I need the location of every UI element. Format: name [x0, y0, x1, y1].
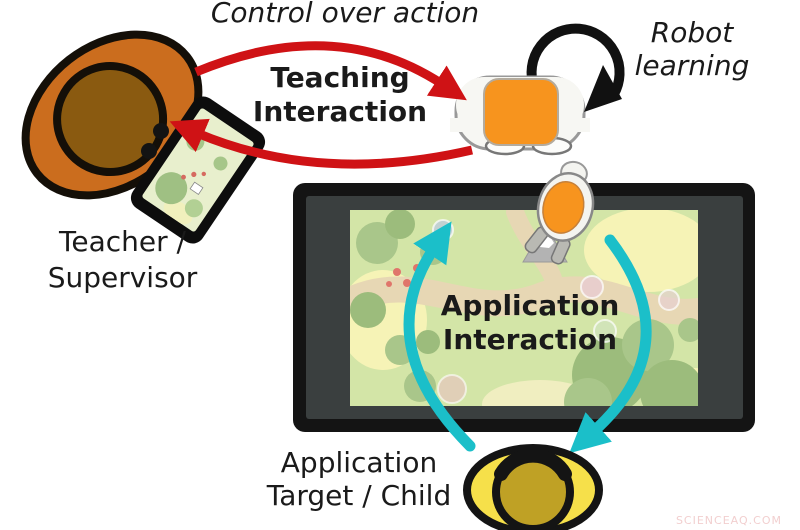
application-target-child-label: Application Target / Child — [266, 446, 452, 512]
teacher-supervisor-label: Teacher / Supervisor — [47, 225, 198, 294]
application-interaction-label: Application Interaction — [440, 289, 620, 356]
application-cycle-arrow-up — [403, 221, 476, 452]
watermark-text: SCIENCEAQ.COM — [675, 514, 782, 527]
robot-avatar-on-map — [524, 160, 595, 265]
feedback-arrow — [169, 118, 474, 169]
robot-learning-loop-arrow — [526, 23, 625, 97]
control-over-action-label: Control over action — [210, 0, 480, 29]
control-arrow — [194, 41, 467, 101]
robot-learning-loop-arrowhead — [584, 65, 622, 112]
teacher-figure — [21, 30, 203, 200]
child-figure — [463, 444, 603, 530]
teacher-hand — [141, 123, 169, 159]
application-cycle-arrow-down — [569, 234, 652, 454]
teaching-interaction-label: Teaching Interaction — [252, 61, 428, 128]
robot-figure — [450, 75, 590, 156]
robot-learning-label: Robot learning — [634, 16, 750, 82]
